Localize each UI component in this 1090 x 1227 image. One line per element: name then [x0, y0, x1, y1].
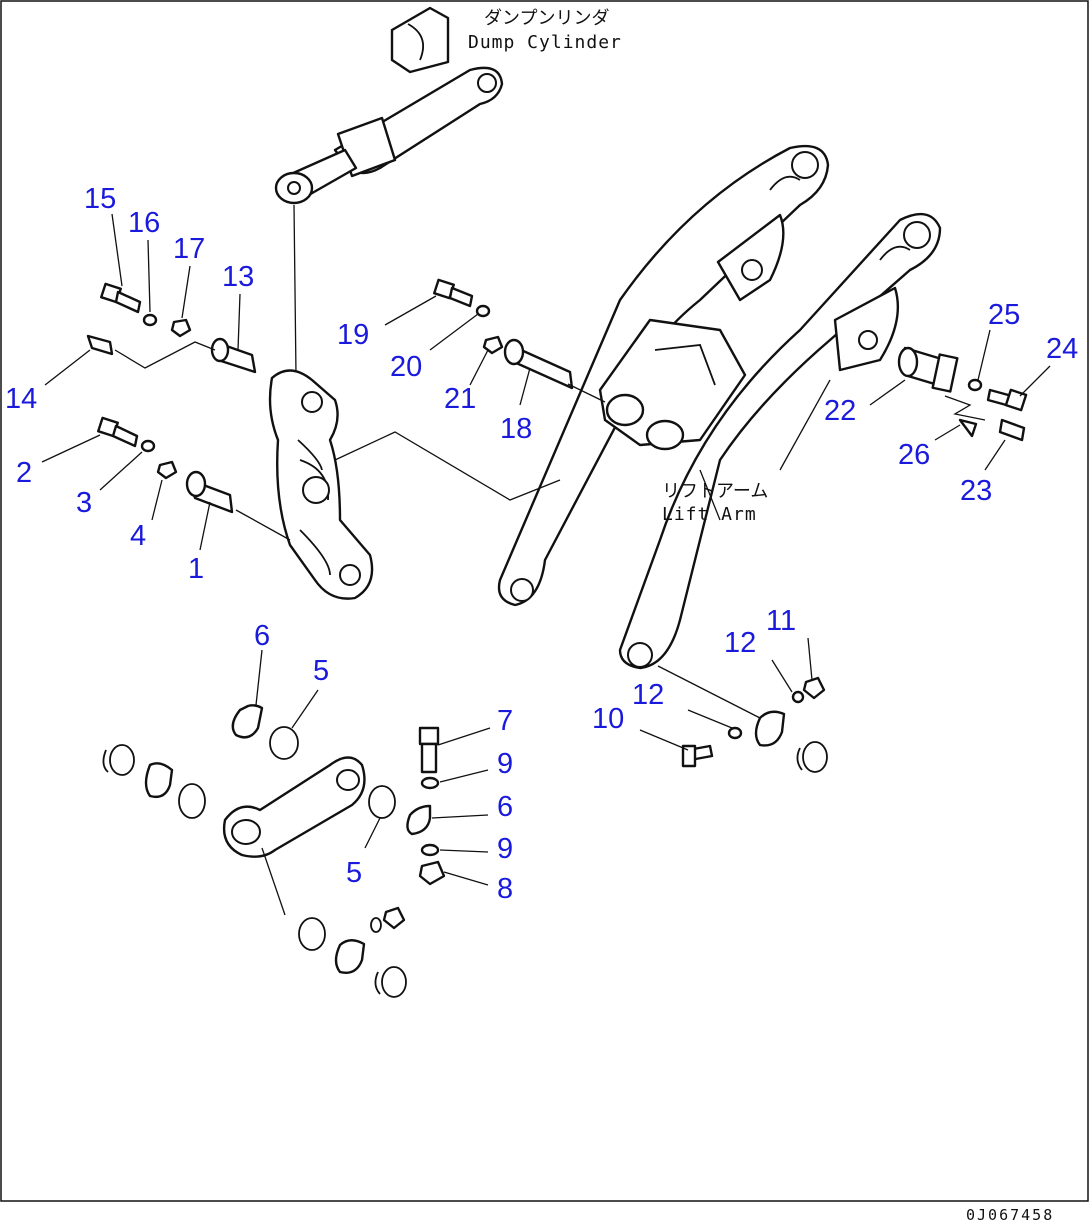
bolt-15[interactable]	[100, 282, 142, 314]
leader-lines	[41, 213, 1051, 886]
grease-fitting-14[interactable]	[86, 334, 114, 356]
callout-9-top[interactable]: 9	[497, 748, 513, 780]
callout-17[interactable]: 17	[173, 233, 205, 265]
nut-8[interactable]	[418, 860, 446, 886]
pin-18[interactable]	[503, 338, 606, 403]
grease-line-23	[944, 395, 986, 421]
plug-26[interactable]	[958, 418, 978, 438]
callout-22[interactable]: 22	[824, 395, 856, 427]
callout-13[interactable]: 13	[222, 261, 254, 293]
callout-6-top[interactable]: 6	[254, 620, 270, 652]
dump-cylinder-label-jp: ダンプンリンダ	[484, 8, 609, 29]
callout-14[interactable]: 14	[5, 383, 37, 415]
callout-1[interactable]: 1	[188, 553, 204, 585]
pin-1[interactable]	[185, 470, 291, 541]
pin-13[interactable]	[210, 337, 257, 374]
dump-cylinder-label-en: Dump Cylinder	[468, 32, 622, 53]
callout-21[interactable]: 21	[444, 383, 476, 415]
bell-crank[interactable]	[268, 369, 374, 600]
washer-25[interactable]	[967, 378, 983, 392]
lift-arm-left	[497, 144, 830, 607]
callout-19[interactable]: 19	[337, 319, 369, 351]
pin-22[interactable]	[897, 346, 959, 393]
lift-arm-label-en: Lift Arm	[662, 504, 757, 525]
callout-15[interactable]: 15	[84, 183, 116, 215]
washer-20[interactable]	[475, 304, 491, 318]
washer-3[interactable]	[140, 439, 156, 453]
washer-9-bottom[interactable]	[420, 843, 440, 857]
link[interactable]	[222, 756, 366, 916]
snap-ring-6-top[interactable]	[231, 704, 264, 739]
snap-ring-6-mid[interactable]	[406, 804, 432, 836]
bolt-19[interactable]	[433, 278, 474, 308]
washer-9-top[interactable]	[420, 776, 440, 790]
nut-4[interactable]	[156, 460, 178, 480]
seal-ring-5-top[interactable]	[269, 726, 299, 760]
callout-12-left[interactable]: 12	[632, 679, 664, 711]
callout-4[interactable]: 4	[130, 520, 146, 552]
lift-arm[interactable]	[497, 144, 942, 670]
callout-9-bottom[interactable]: 9	[497, 833, 513, 865]
drawing-id: 0J067458	[966, 1206, 1054, 1224]
lift-arm-label-jp: リフトアーム	[662, 481, 768, 502]
callout-20[interactable]: 20	[390, 351, 422, 383]
callout-8[interactable]: 8	[497, 873, 513, 905]
right-link-hardware	[681, 676, 828, 773]
drawing-border	[0, 0, 1089, 1202]
bolt-2[interactable]	[97, 416, 139, 448]
callout-2[interactable]: 2	[16, 457, 32, 489]
grease-line-14	[114, 341, 216, 369]
callout-12-right[interactable]: 12	[724, 627, 756, 659]
callout-16[interactable]: 16	[128, 207, 160, 239]
dump-cylinder[interactable]	[274, 6, 504, 376]
washer-16[interactable]	[142, 313, 158, 327]
pin-1-line	[334, 431, 561, 501]
bolt-7[interactable]	[418, 726, 440, 774]
seal-ring-5-mid[interactable]	[368, 785, 396, 819]
callout-24[interactable]: 24	[1046, 333, 1078, 365]
callout-23[interactable]: 23	[960, 475, 992, 507]
callouts: 15 16 17 13 14 2 3 4 1 19 20 21 18 25 24…	[5, 183, 1078, 905]
callout-18[interactable]: 18	[500, 413, 532, 445]
callout-5-top[interactable]: 5	[313, 655, 329, 687]
callout-10[interactable]: 10	[592, 703, 624, 735]
bottom-link-hardware	[298, 906, 407, 998]
callout-5-mid[interactable]: 5	[346, 857, 362, 889]
callout-3[interactable]: 3	[76, 487, 92, 519]
callout-7[interactable]: 7	[497, 705, 513, 737]
callout-26[interactable]: 26	[898, 439, 930, 471]
lift-arm-right	[618, 212, 942, 670]
callout-25[interactable]: 25	[988, 299, 1020, 331]
lift-arm-right-boss	[833, 286, 899, 372]
callout-11[interactable]: 11	[766, 605, 796, 637]
nut-21[interactable]	[482, 335, 504, 355]
lift-arm-left-boss	[716, 213, 785, 302]
left-link-hardware	[102, 744, 206, 819]
nut-17[interactable]	[170, 318, 192, 338]
grease-fitting-23[interactable]	[998, 418, 1026, 442]
callout-6-mid[interactable]: 6	[497, 791, 513, 823]
cylinder-end-cap	[390, 6, 450, 74]
bolt-24[interactable]	[986, 388, 1028, 412]
